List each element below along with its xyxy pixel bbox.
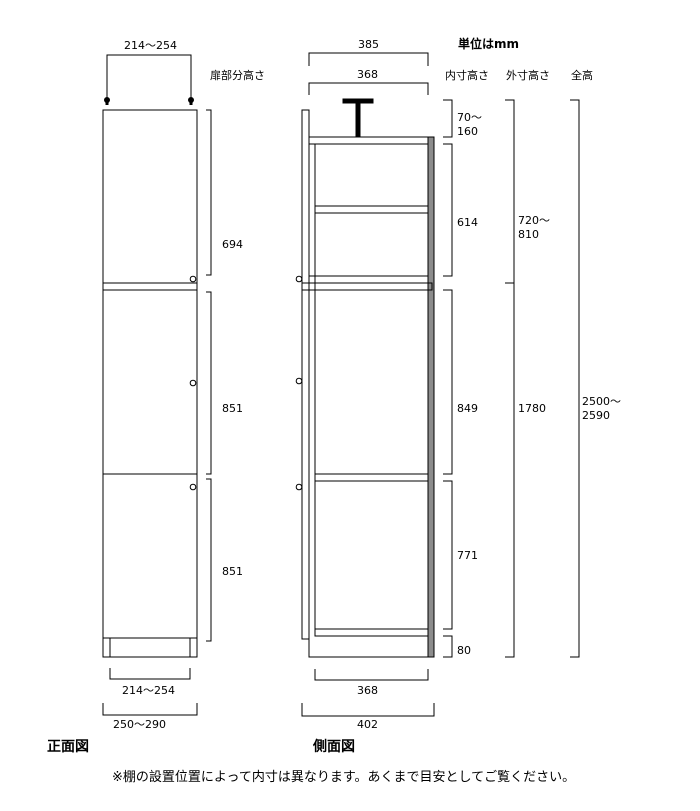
side-shelf-1 — [314, 205, 429, 214]
inner-top-gap-line1: 70〜 — [457, 111, 482, 124]
inner-height-bracket-lower — [443, 480, 453, 630]
side-bottom-inner-bracket — [314, 669, 429, 681]
outer-height-bracket-upper — [505, 99, 515, 284]
front-view-title: 正面図 — [47, 739, 89, 755]
side-door-panel — [301, 109, 310, 640]
units-label: 単位はmm — [458, 37, 520, 51]
front-knob-3 — [189, 483, 197, 491]
front-view-drawing — [102, 54, 212, 716]
footnote: ※棚の設置位置によって内寸は異なります。あくまで目安としてご覧ください。 — [112, 770, 576, 785]
side-top-inner-bracket — [308, 82, 429, 95]
inner-height-bracket-top — [443, 99, 453, 138]
total-height-bracket — [570, 99, 580, 658]
front-bottom-inner-width-label: 214〜254 — [122, 684, 175, 697]
side-bottom-inner-depth-label: 368 — [357, 684, 378, 697]
side-knob-3 — [295, 483, 303, 491]
outer-height-bracket-lower — [505, 282, 515, 658]
inner-height-heading: 内寸高さ — [445, 69, 489, 82]
inner-height-bracket-upper — [443, 143, 453, 277]
door-height-3-label: 851 — [222, 565, 243, 578]
side-top-inner-depth-label: 368 — [357, 68, 378, 81]
tension-rod-shaft — [355, 102, 361, 138]
inner-height-lower-label: 771 — [457, 549, 478, 562]
outer-height-heading: 外寸高さ — [506, 69, 550, 82]
side-bottom-outer-bracket — [301, 703, 435, 717]
door-height-bracket-3 — [206, 478, 212, 642]
side-bottom-outer-depth-label: 402 — [357, 718, 378, 731]
side-middle-board — [301, 282, 433, 291]
front-rod-right-head — [188, 97, 194, 103]
inner-height-middle-label: 849 — [457, 402, 478, 415]
side-bottom-board — [314, 628, 429, 637]
total-height-line2: 2590 — [582, 409, 610, 422]
side-knob-2 — [295, 377, 303, 385]
inner-height-bracket-base — [443, 635, 453, 658]
inner-top-gap-line2: 160 — [457, 125, 478, 138]
door-height-bracket-2 — [206, 291, 212, 475]
front-bottom-outer-bracket — [102, 703, 198, 716]
outer-height-lower-label: 1780 — [518, 402, 546, 415]
front-knob-1 — [189, 275, 197, 283]
side-knob-1 — [295, 275, 303, 283]
front-top-width-bracket — [106, 54, 192, 98]
front-body-outline — [102, 109, 198, 658]
inner-height-upper-label: 614 — [457, 216, 478, 229]
front-bottom-inner-bracket — [109, 668, 191, 680]
side-top-outer-bracket — [308, 52, 429, 66]
door-height-1-label: 694 — [222, 238, 243, 251]
total-height-line1: 2500〜 — [582, 395, 621, 408]
front-rod-feet — [104, 97, 194, 105]
side-body-outline — [308, 136, 429, 658]
door-height-heading: 扉部分高さ — [210, 69, 265, 82]
inner-height-base-label: 80 — [457, 644, 471, 657]
side-view-title: 側面図 — [313, 739, 355, 755]
side-shelf-divider — [308, 275, 429, 284]
front-bottom-outer-width-label: 250〜290 — [113, 718, 166, 731]
front-knob-2 — [189, 379, 197, 387]
door-height-bracket-1 — [206, 109, 212, 276]
side-top-outer-depth-label: 385 — [358, 38, 379, 51]
total-height-heading: 全高 — [571, 69, 593, 82]
door-height-2-label: 851 — [222, 402, 243, 415]
front-rod-left-head — [104, 97, 110, 103]
side-back-panel — [427, 136, 435, 658]
outer-height-upper-line1: 720〜 — [518, 214, 550, 227]
side-shelf-2 — [314, 473, 429, 482]
front-top-width-label: 214〜254 — [124, 39, 177, 52]
side-view-drawing — [295, 52, 580, 717]
inner-height-bracket-middle — [443, 289, 453, 475]
tension-rod-top — [342, 98, 374, 104]
outer-height-upper-line2: 810 — [518, 228, 539, 241]
